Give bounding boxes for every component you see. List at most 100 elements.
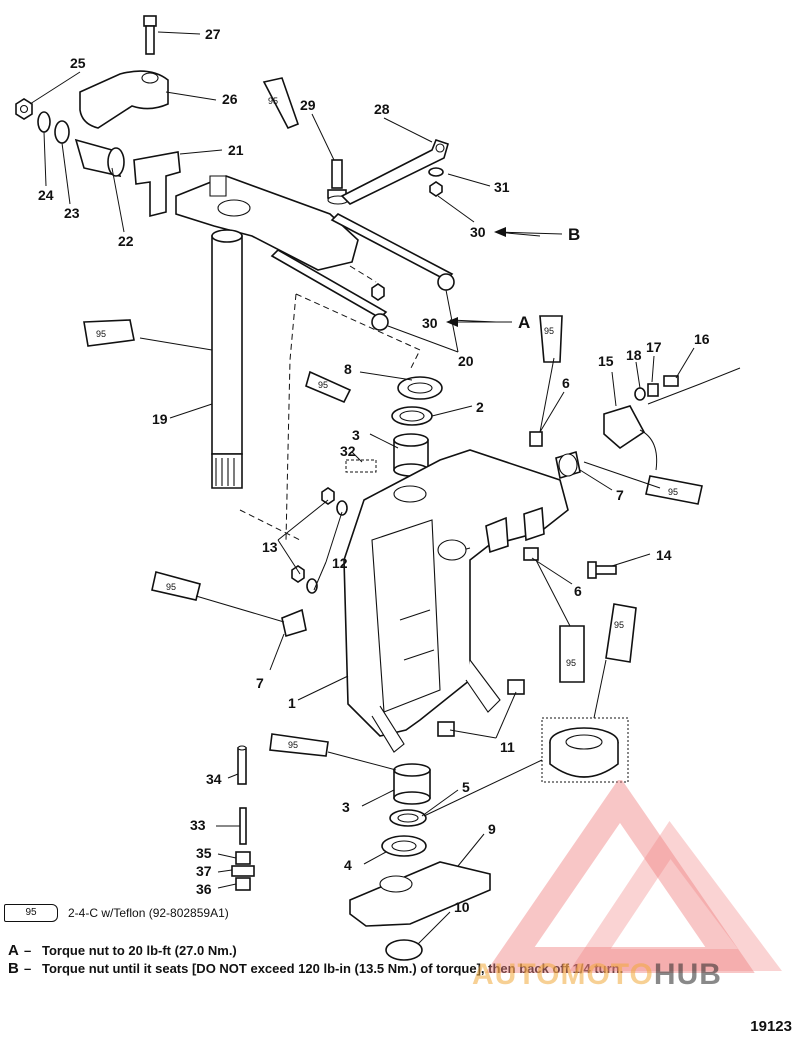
callout-30-a: 30: [422, 315, 438, 331]
note-b: B – Torque nut until it seats [DO NOT ex…: [8, 960, 788, 978]
pin-34: [237, 745, 247, 785]
callout-34: 34: [206, 771, 222, 787]
grease-tube-icon-3: 95: [305, 370, 352, 404]
watermark-text: AUTOMOTOHUB: [472, 958, 722, 991]
bushing-3-lower: [393, 763, 431, 805]
callout-a-arrow: A: [518, 313, 530, 332]
note-b-key: B: [8, 960, 19, 977]
bearing-8: [397, 376, 443, 400]
callout-3-upper: 3: [352, 427, 360, 443]
nut-25: [15, 98, 33, 120]
nuts-13: [291, 487, 335, 583]
callout-25: 25: [70, 55, 86, 71]
pin-33: [239, 807, 247, 845]
callout-30-b: 30: [470, 224, 486, 240]
bolt-11a: [507, 679, 525, 695]
swivel-bracket-1: [343, 449, 569, 753]
callout-13: 13: [262, 539, 278, 555]
svg-text:95: 95: [668, 487, 678, 497]
grease-tube-icon-9: 95: [269, 733, 329, 757]
callout-32: 32: [340, 443, 356, 459]
grease-tube-icon-2: 95: [83, 319, 135, 347]
callout-19: 19: [152, 411, 168, 427]
arrow-a: [446, 317, 512, 327]
callouts: 27 25 26 24 23 22 21 29 28 31 30 B 30 A …: [38, 26, 710, 915]
callout-11: 11: [500, 739, 515, 755]
legend: 95 2-4-C w/Teflon (92-802859A1): [4, 904, 229, 922]
lower-yoke-9: [349, 861, 491, 927]
callout-36: 36: [196, 881, 212, 897]
figure-id: 19123: [750, 1018, 792, 1035]
grease-tube-icon-5: 95: [645, 475, 703, 505]
washer-4: [381, 835, 427, 857]
grease-tube-icon-6: 95: [151, 571, 201, 601]
callout-18: 18: [626, 347, 642, 363]
callout-21: 21: [228, 142, 244, 158]
note-a-key: A: [8, 942, 19, 959]
callout-26: 26: [222, 91, 238, 107]
callout-24: 24: [38, 187, 54, 203]
grease-tube-icon: 95: [4, 904, 58, 922]
washer-31: [428, 167, 444, 177]
legend-row: 95 2-4-C w/Teflon (92-802859A1): [4, 904, 229, 922]
screw-17: [647, 383, 659, 397]
callout-23: 23: [64, 205, 80, 221]
legend-text: 2-4-C w/Teflon (92-802859A1): [68, 906, 229, 920]
callout-35: 35: [196, 845, 212, 861]
callout-20: 20: [458, 353, 474, 369]
callout-6-lower: 6: [574, 583, 582, 599]
fitting-6-lower: [523, 547, 539, 561]
note-b-dash: –: [24, 961, 32, 976]
callout-12: 12: [332, 555, 348, 571]
fitting-6-upper: [529, 431, 543, 447]
callout-b-arrow: B: [568, 225, 580, 244]
bushing-22: [74, 138, 125, 178]
callout-22: 22: [118, 233, 134, 249]
callout-28: 28: [374, 101, 390, 117]
svg-text:95: 95: [288, 740, 298, 750]
grease-tube-icon-1: 95: [262, 77, 300, 130]
callout-8: 8: [344, 361, 352, 377]
seal-detail-inset: [541, 717, 629, 783]
callout-10: 10: [454, 899, 470, 915]
washer-2: [391, 406, 433, 426]
svg-text:95: 95: [566, 658, 576, 668]
callout-5: 5: [462, 779, 470, 795]
nut-30a: [371, 283, 385, 301]
washer-18: [634, 387, 646, 401]
bolt-11b: [437, 721, 455, 737]
note-a: A – Torque nut to 20 lb-ft (27.0 Nm.): [8, 942, 788, 960]
callout-7-left: 7: [256, 675, 264, 691]
ring-10: [385, 939, 423, 961]
callout-37: 37: [196, 863, 212, 879]
label-32: [345, 459, 377, 473]
bolt-27: [143, 15, 157, 55]
washer-23: [54, 120, 70, 144]
bushing-7-right: [555, 450, 581, 480]
note-a-text: Torque nut to 20 lb-ft (27.0 Nm.): [42, 943, 237, 958]
callout-4: 4: [344, 857, 352, 873]
bushing-7-left: [281, 608, 307, 638]
svg-text:95: 95: [614, 620, 624, 630]
screw-16: [663, 375, 679, 387]
grease-tube-icon-8: 95: [605, 603, 637, 663]
callout-7-right: 7: [616, 487, 624, 503]
callout-3-lower: 3: [342, 799, 350, 815]
callout-17: 17: [646, 339, 662, 355]
svg-text:95: 95: [96, 329, 106, 339]
svg-text:95: 95: [318, 380, 328, 390]
svg-text:95: 95: [166, 582, 176, 592]
note-b-text: Torque nut until it seats [DO NOT exceed…: [42, 961, 624, 976]
leader-lines: [29, 31, 695, 945]
callout-14: 14: [656, 547, 672, 563]
callout-16: 16: [694, 331, 710, 347]
steering-link-28: [340, 139, 449, 205]
bolt-14: [587, 561, 617, 579]
note-a-dash: –: [24, 943, 32, 958]
clamp-26: [79, 70, 169, 129]
washer-24: [37, 111, 51, 133]
callout-31: 31: [494, 179, 510, 195]
grease-tube-icon-7: 95: [559, 625, 585, 683]
svg-text:95: 95: [544, 326, 554, 336]
